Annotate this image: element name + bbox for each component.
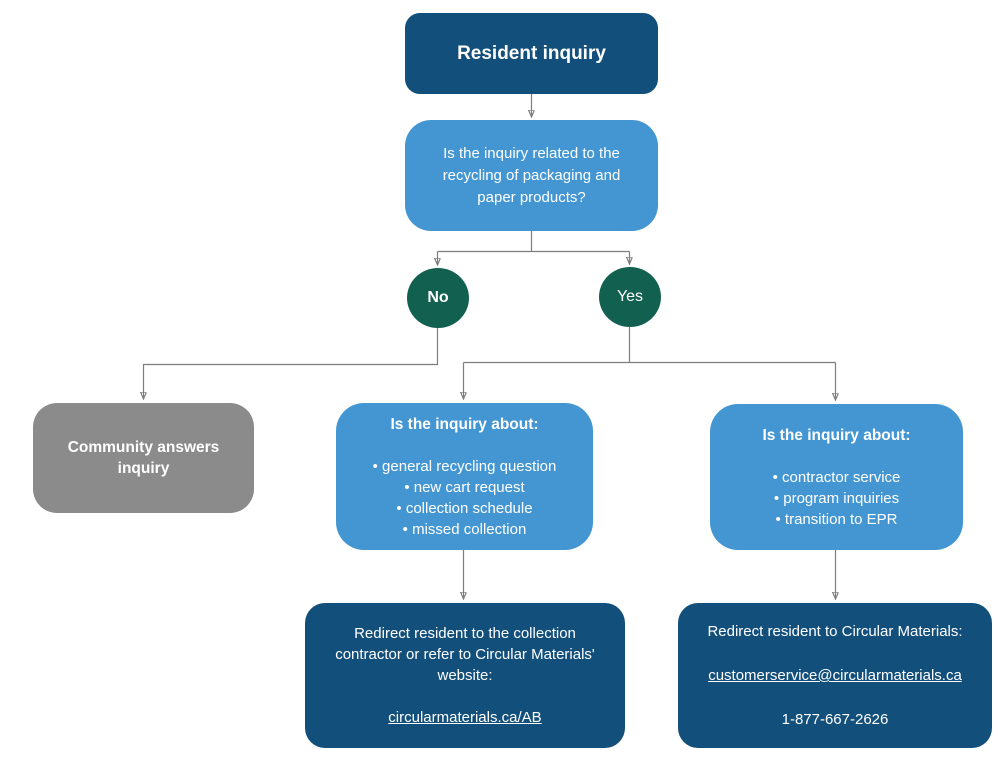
redirect-circular-materials-text: Redirect resident to Circular Materials: <box>707 623 963 640</box>
circularmaterials-website-link[interactable]: circularmaterials.ca/AB <box>388 709 542 726</box>
node-question-recycling: Is the inquiry related to the recycling … <box>405 120 658 231</box>
bullet-contractor-service: • contractor service <box>772 468 901 486</box>
node-resident-inquiry: Resident inquiry <box>405 13 658 94</box>
resident-inquiry-label: Resident inquiry <box>457 42 606 64</box>
customer-service-email-link[interactable]: customerservice@circularmaterials.ca <box>708 667 962 684</box>
node-community-answers: Community answers inquiry <box>33 403 254 513</box>
inquiry-about-title: Is the inquiry about: <box>390 415 539 433</box>
node-inquiry-about-collection: Is the inquiry about: • general recyclin… <box>336 403 593 550</box>
connector-yes-split <box>463 327 836 364</box>
connector-question1-split <box>437 231 630 253</box>
bullet-new-cart-request: • new cart request <box>404 478 525 496</box>
node-redirect-circular-materials: Redirect resident to Circular Materials:… <box>678 603 992 748</box>
redirect-collection-contractor-text: Redirect resident to the collection cont… <box>335 625 595 684</box>
node-no: No <box>407 268 469 328</box>
customer-service-phone: 1-877-667-2626 <box>781 711 889 728</box>
node-yes: Yes <box>599 267 661 327</box>
bullet-missed-collection: • missed collection <box>402 520 527 538</box>
node-inquiry-about-program: Is the inquiry about: • contractor servi… <box>710 404 963 550</box>
question-recycling-text: Is the inquiry related to the recycling … <box>442 144 621 206</box>
connector-no-to-community <box>144 328 439 398</box>
community-answers-text: Community answers inquiry <box>67 439 220 477</box>
bullet-general-recycling-question: • general recycling question <box>372 457 557 475</box>
bullet-collection-schedule: • collection schedule <box>396 499 533 517</box>
node-redirect-collection-contractor: Redirect resident to the collection cont… <box>305 603 625 748</box>
inquiry-about-collection-list: • general recycling question • new cart … <box>373 456 557 540</box>
inquiry-about-program-list: • contractor service • program inquiries… <box>773 467 901 530</box>
inquiry-about-title: Is the inquiry about: <box>762 426 911 444</box>
no-label: No <box>427 289 449 306</box>
bullet-program-inquiries: • program inquiries <box>773 489 900 507</box>
yes-label: Yes <box>616 288 644 305</box>
bullet-transition-to-epr: • transition to EPR <box>775 510 898 528</box>
